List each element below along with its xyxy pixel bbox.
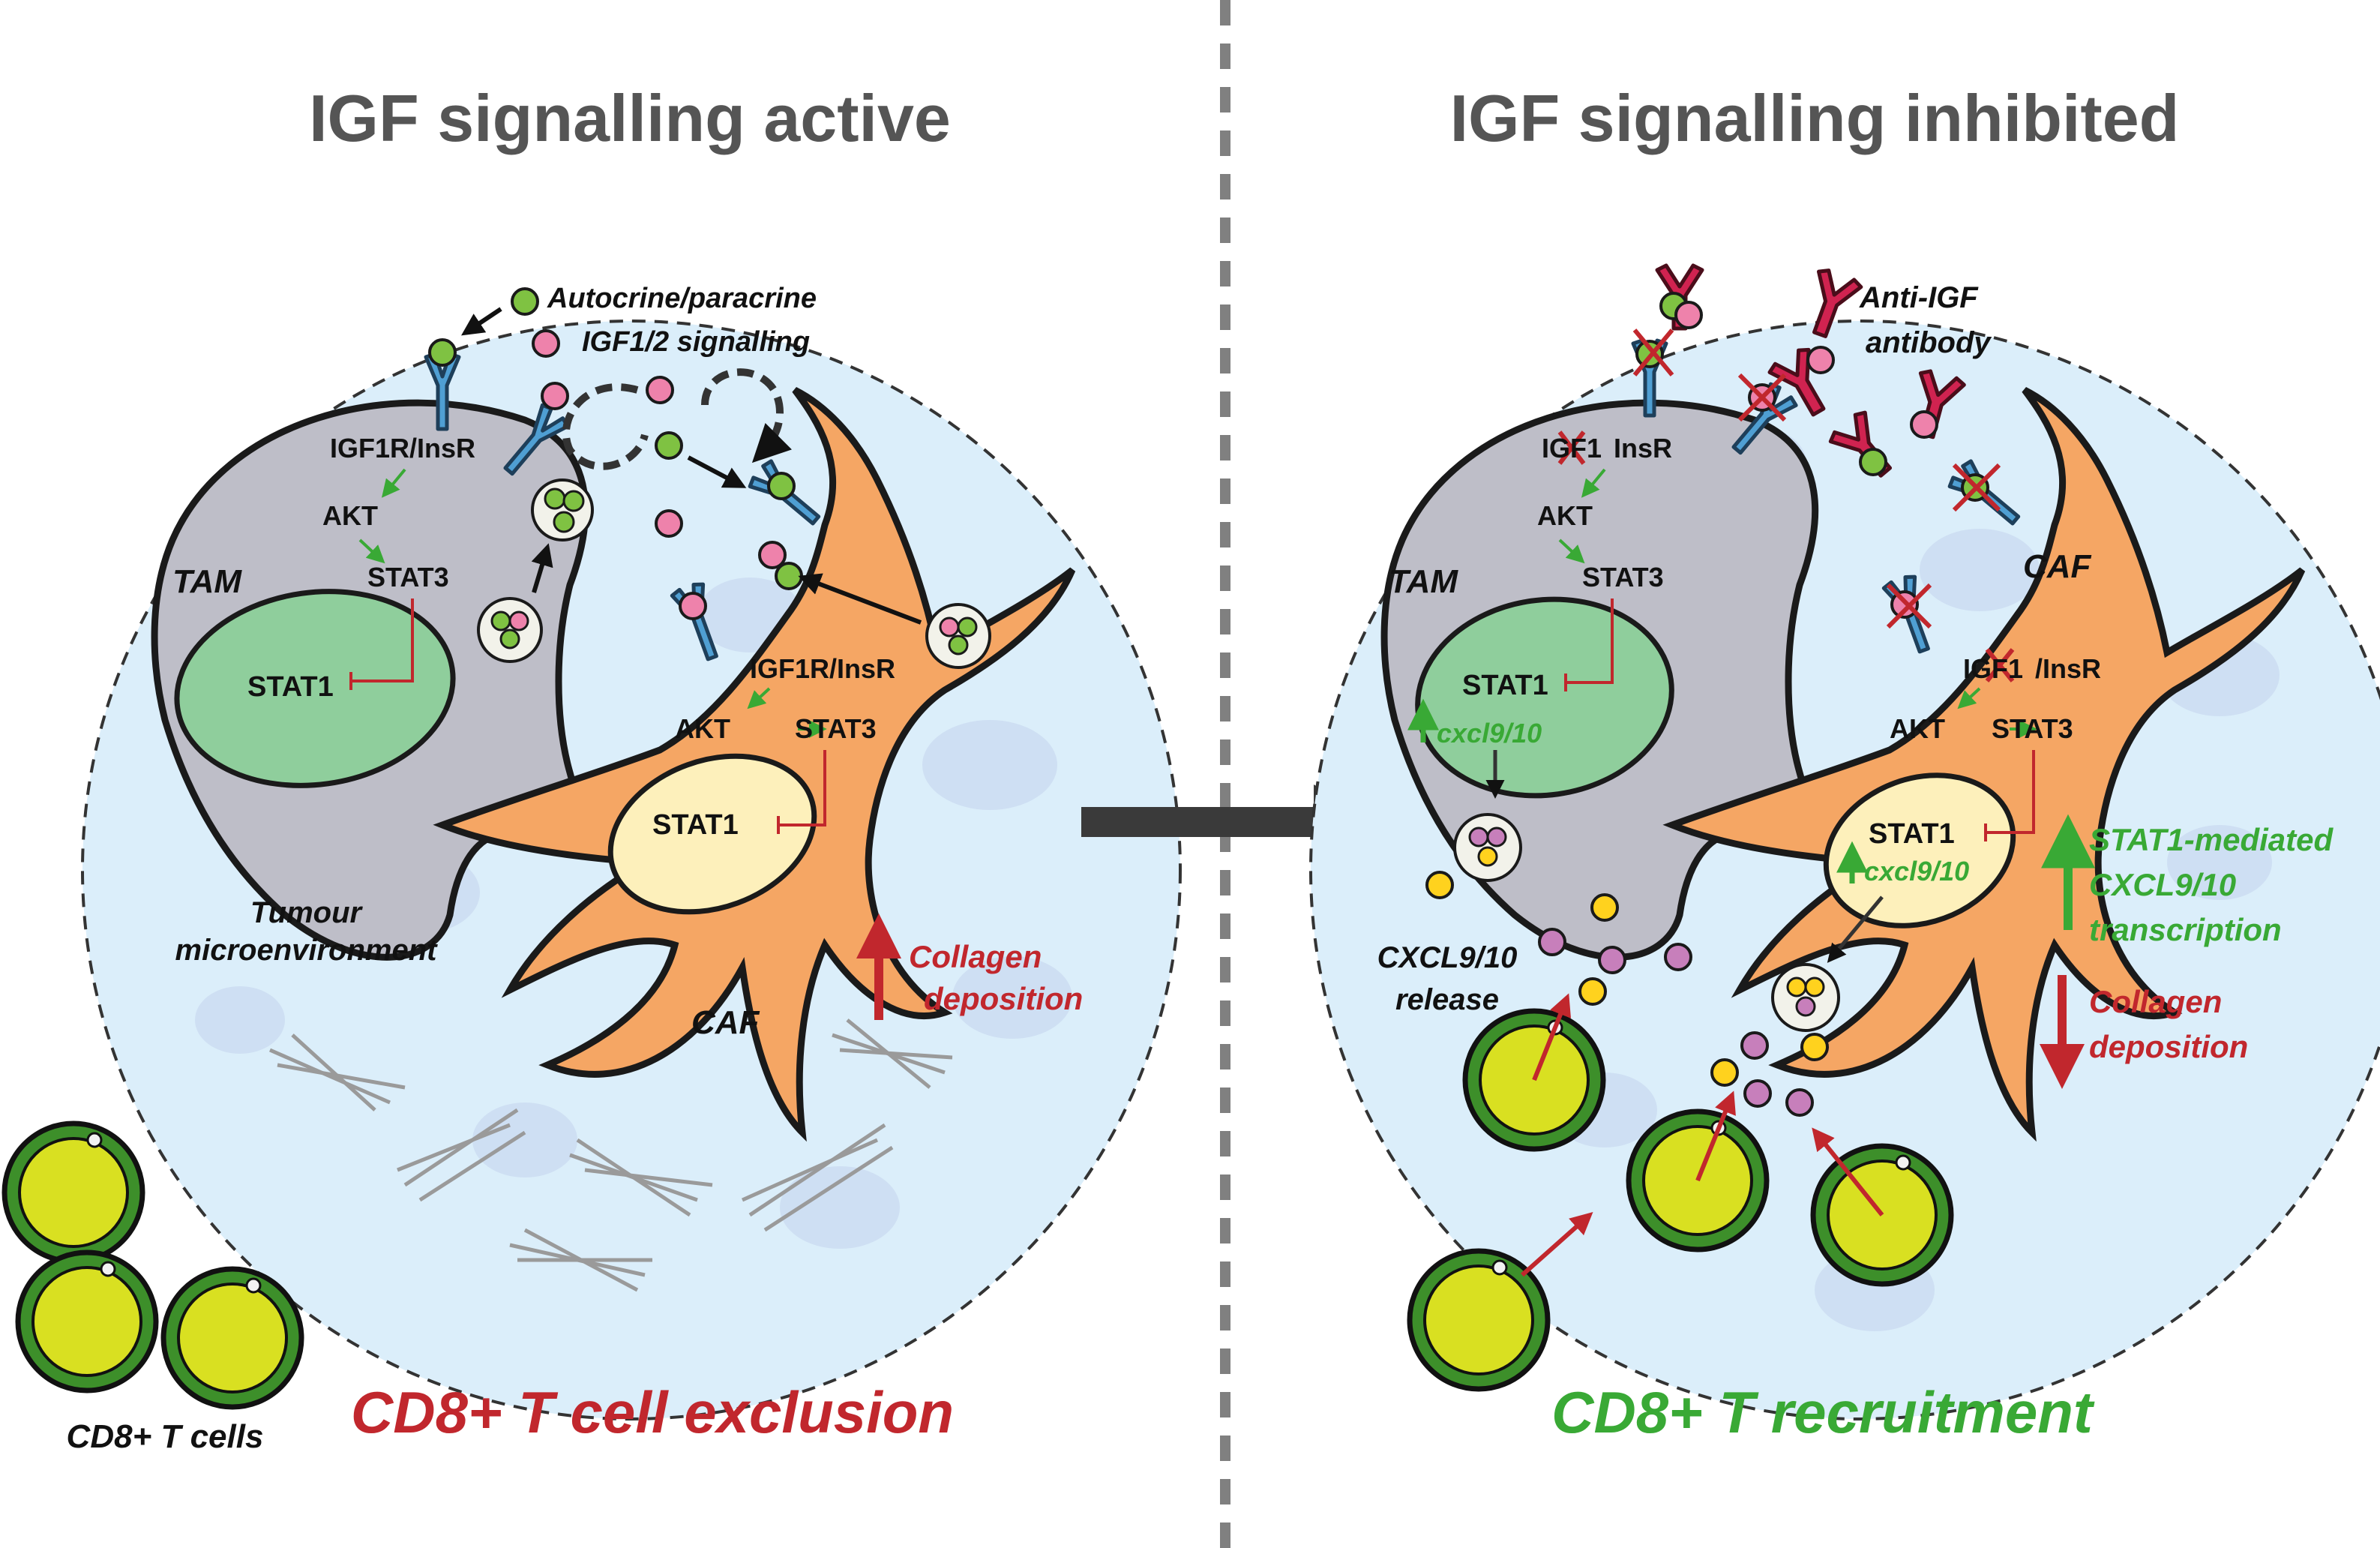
left-tam-nucleus [174, 589, 456, 788]
right-tcell-migration-arrows [1521, 993, 1884, 1277]
right-inhibition-lines [1564, 598, 2035, 842]
right-tam-name: TAM [1389, 563, 1458, 600]
left-tam-akt-label: AKT [322, 500, 378, 531]
right-tam-stat1-label: STAT1 [1462, 670, 1548, 701]
right-vesicles [1453, 813, 1840, 1032]
left-signalling-label-2: IGF1/2 signalling [582, 326, 810, 358]
left-microenvironment-label-1: Tumour [250, 896, 364, 929]
left-tam-stat1-label: STAT1 [247, 671, 334, 703]
right-cxcl-chemokines [1425, 871, 1829, 1117]
left-title: IGF signalling active [309, 81, 951, 155]
right-collagen-label-2: deposition [2089, 1029, 2248, 1064]
right-green-arrows [1558, 468, 2037, 738]
left-tam-stat3-label: STAT3 [367, 562, 449, 592]
right-tam-cxcl-label: cxcl9/10 [1437, 718, 1542, 748]
right-caf-cxcl-label: cxcl9/10 [1864, 856, 1969, 886]
right-outcome: CD8+ T recruitment [1551, 1379, 2095, 1445]
left-tcell-1-icon [4, 1124, 142, 1262]
left-tcell-3-icon [163, 1269, 301, 1407]
left-signalling-label-1: Autocrine/paracrine [547, 283, 817, 314]
left-collagen-label-1: Collagen [909, 939, 1042, 974]
left-microenvironment-label-2: microenvironment [175, 934, 439, 967]
left-autocrine-loop [562, 383, 649, 470]
left-green-arrows [358, 468, 827, 738]
right-tam-stat3-label: STAT3 [1582, 562, 1664, 592]
right-release-label-1: CXCL9/10 [1377, 941, 1518, 974]
left-inhibition-lines [349, 598, 826, 834]
left-caf-stat1-label: STAT1 [652, 809, 739, 841]
right-release-arrows [1485, 750, 1884, 963]
transition-arrow [1081, 784, 1377, 860]
right-collagen-label-1: Collagen [2089, 984, 2222, 1019]
right-blocked-marks [1557, 328, 2015, 682]
right-tam-receptor-a: IGF1 [1542, 433, 1602, 464]
right-antibody-label-1: Anti-IGF [1859, 281, 1979, 314]
left-tcells-label: CD8+ T cells [67, 1418, 264, 1455]
right-caf-stat1-label: STAT1 [1869, 818, 1955, 850]
right-caf-receptor-a: IGF1 [1963, 653, 2023, 684]
right-stat1-note-2: CXCL9/10 [2089, 867, 2236, 902]
left-tcell-2-icon [18, 1252, 156, 1390]
left-igf-ligands [428, 287, 803, 620]
left-caf-stat3-label: STAT3 [795, 713, 877, 744]
left-paracrine-loop [701, 368, 792, 464]
left-caf-nucleus [607, 753, 817, 915]
left-tam-name: TAM [172, 563, 242, 600]
right-caf-receptor-b: /InsR [2035, 653, 2101, 684]
right-caf-stat3-label: STAT3 [1992, 713, 2073, 744]
right-tam-receptor-b: InsR [1614, 433, 1672, 464]
right-stat1-note-3: transcription [2089, 912, 2282, 947]
right-antibody-label-2: antibody [1866, 326, 1992, 359]
right-tam-akt-label: AKT [1537, 500, 1593, 531]
right-title: IGF signalling inhibited [1450, 81, 2180, 155]
left-collagen-label-2: deposition [924, 981, 1083, 1016]
right-release-label-2: release [1395, 983, 1499, 1016]
right-stat1-note-1: STAT1-mediated [2089, 822, 2334, 857]
left-caf-akt-label: AKT [675, 713, 730, 744]
left-outcome: CD8+ T cell exclusion [351, 1379, 954, 1445]
left-caf-name: CAF [691, 1004, 760, 1041]
left-tam-receptor-label: IGF1R/InsR [330, 433, 475, 464]
right-caf-akt-label: AKT [1890, 713, 1945, 744]
left-black-arrows [461, 307, 922, 625]
left-vesicles [477, 478, 991, 669]
right-caf-nucleus [1823, 772, 2016, 928]
right-caf-name: CAF [2023, 548, 2092, 585]
left-collagen-fibres [268, 1018, 953, 1292]
left-caf-receptor-label: IGF1R/InsR [750, 653, 895, 684]
